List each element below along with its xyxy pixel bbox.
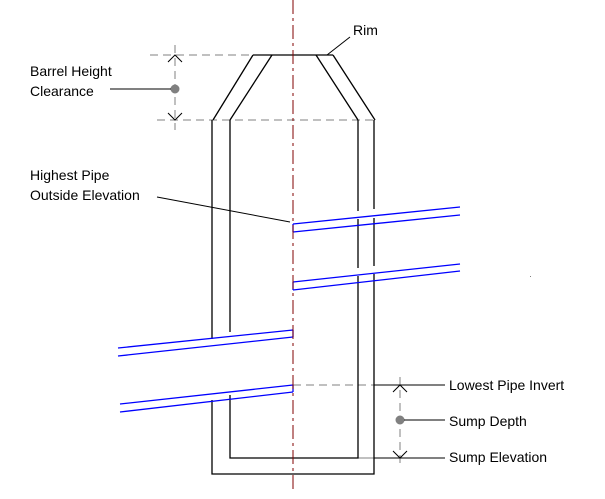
sump-dim-dot (395, 415, 405, 425)
dimension-arrows (167, 54, 408, 459)
manhole-structure (211, 54, 376, 475)
sump-elevation-label: Sump Elevation (449, 449, 548, 465)
pipes (117, 206, 461, 413)
lowest-pipe-invert-label: Lowest Pipe Invert (449, 377, 565, 393)
dimension-lines (150, 45, 405, 467)
highest-pipe-label-line1: Highest Pipe (30, 167, 110, 183)
barrel-height-label-line2: Clearance (30, 83, 94, 99)
highest-pipe-label-line2: Outside Elevation (30, 187, 140, 203)
sump-depth-label: Sump Depth (449, 413, 527, 429)
barrel-dim-dot (170, 84, 180, 94)
leader-lines (110, 36, 445, 459)
stray-dot (530, 276, 531, 277)
rim-label: Rim (353, 22, 378, 38)
barrel-height-label-line1: Barrel Height (30, 63, 112, 79)
